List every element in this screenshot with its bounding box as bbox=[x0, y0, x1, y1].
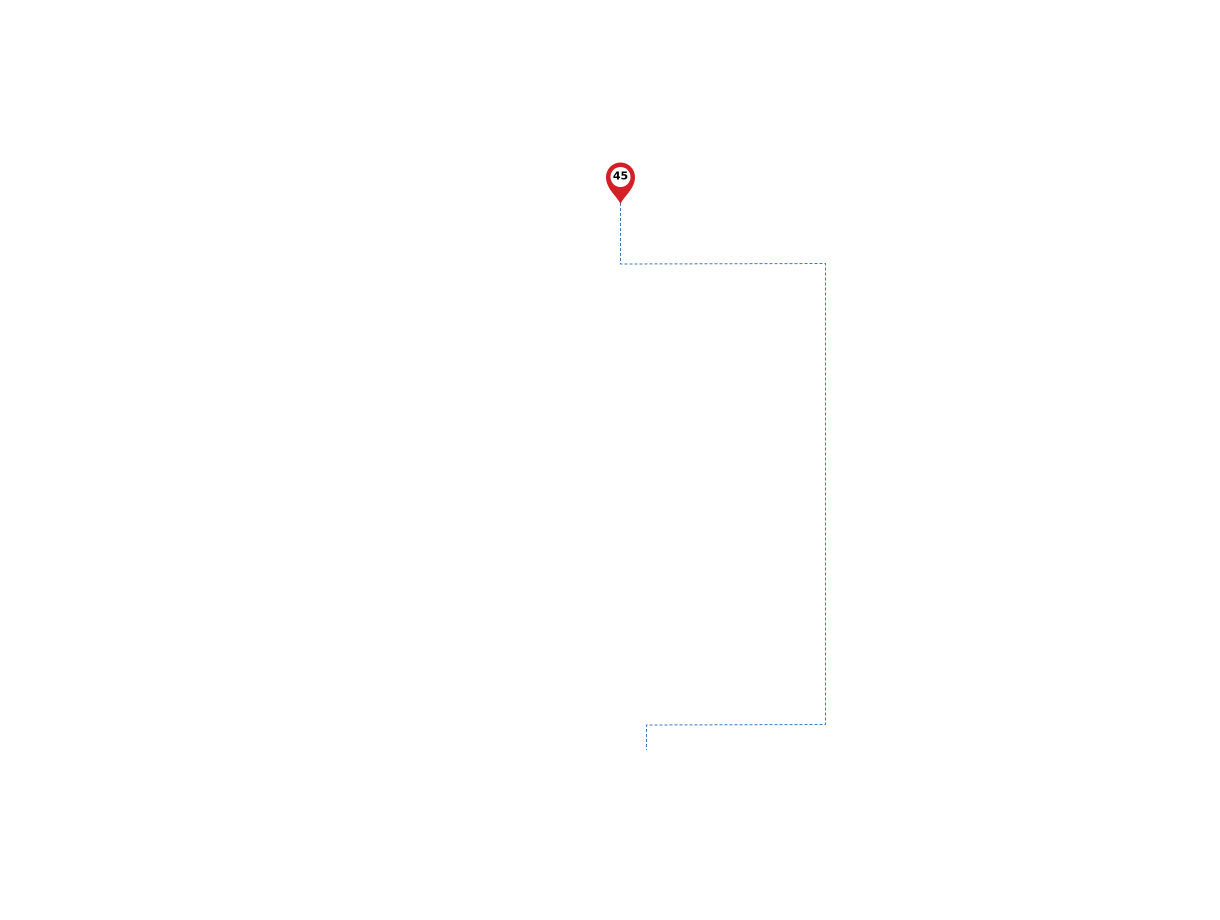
route-line bbox=[620, 203, 826, 750]
pin-label: 45 bbox=[613, 170, 628, 183]
route-marker[interactable]: 45 bbox=[606, 162, 635, 205]
pin-inner-circle bbox=[610, 167, 631, 187]
